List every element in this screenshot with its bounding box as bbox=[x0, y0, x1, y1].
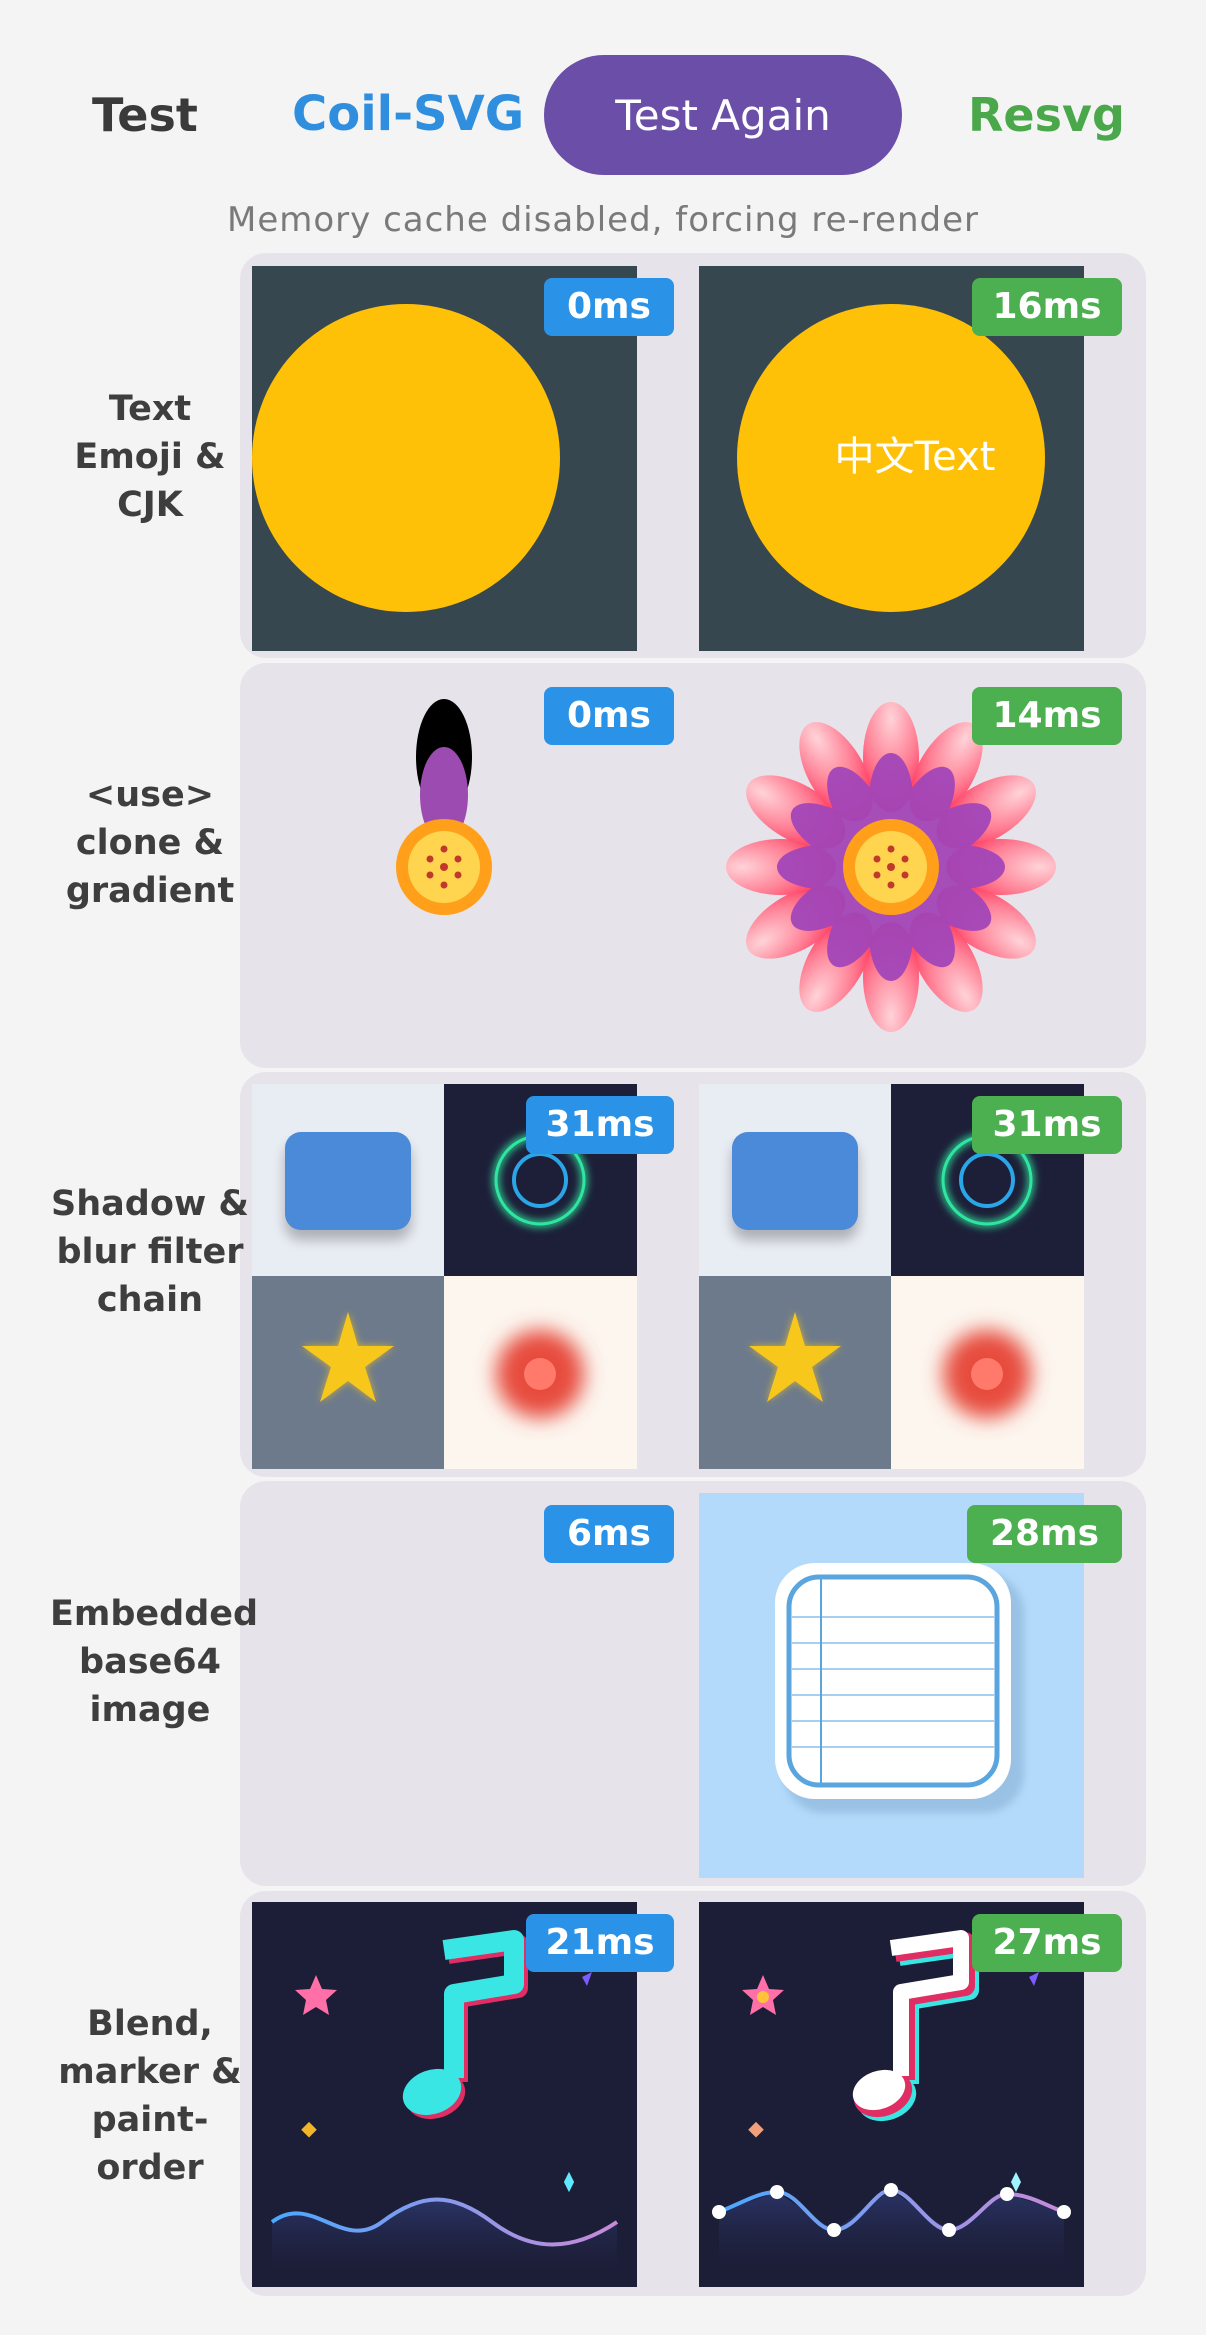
render-time-badge: 0ms bbox=[544, 687, 674, 745]
header-bar: Test Coil-SVG Test Again Resvg Memory ca… bbox=[0, 0, 1206, 240]
render-time-badge: 16ms bbox=[972, 278, 1122, 336]
left-render-image bbox=[252, 675, 637, 1060]
left-render-image bbox=[252, 1084, 637, 1469]
render-time-badge: 14ms bbox=[972, 687, 1122, 745]
row-label: Embedded base64 image bbox=[50, 1594, 259, 1730]
left-render-image bbox=[252, 1902, 637, 2287]
cjk-text: 中文Text bbox=[835, 434, 996, 480]
row-label: <use> clone & gradient bbox=[65, 775, 235, 911]
render-time-badge: 31ms bbox=[972, 1096, 1122, 1154]
row-label: Shadow & blur filter chain bbox=[51, 1184, 249, 1320]
render-time-badge: 0ms bbox=[544, 278, 674, 336]
render-time-badge: 31ms bbox=[526, 1096, 674, 1154]
right-render-image bbox=[699, 1902, 1084, 2287]
test-again-button[interactable]: Test Again bbox=[544, 55, 902, 175]
render-time-badge: 21ms bbox=[526, 1914, 674, 1972]
render-time-badge: 6ms bbox=[544, 1505, 674, 1563]
status-subtitle: Memory cache disabled, forcing re-render bbox=[227, 200, 979, 240]
row-label: Text Emoji & CJK bbox=[74, 389, 226, 525]
right-render-image bbox=[699, 675, 1084, 1060]
left-renderer-title: Coil-SVG bbox=[292, 86, 525, 142]
right-render-image bbox=[699, 1493, 1084, 1878]
right-renderer-title: Resvg bbox=[968, 88, 1125, 142]
row-label: Blend, marker & paint-order bbox=[58, 2004, 242, 2188]
test-label: Test bbox=[92, 88, 198, 142]
render-time-badge: 28ms bbox=[967, 1505, 1122, 1563]
right-render-image bbox=[699, 1084, 1084, 1469]
render-time-badge: 27ms bbox=[972, 1914, 1122, 1972]
